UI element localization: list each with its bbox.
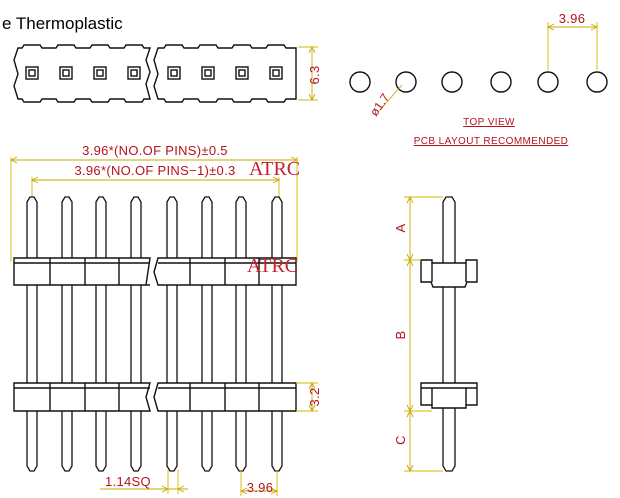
strip-height-dimension: 6.3 [298, 45, 322, 102]
strip-cavity-inner-6 [204, 69, 212, 77]
strip-cavity-8 [269, 66, 283, 80]
side-pin [442, 196, 456, 472]
bottom-pitch-label: 3.96 [247, 480, 274, 495]
strip-cavity-2 [59, 66, 73, 80]
dimension-b-label: B [393, 331, 408, 340]
front-pin-7 [235, 196, 247, 472]
front-pin-8 [271, 196, 283, 472]
strip-cavity-inner-2 [62, 69, 70, 77]
front-view: 3.96*(NO.OF PINS)±0.5 3.96*(NO.OF PINS−1… [9, 143, 322, 496]
strip-cavity-3 [93, 66, 107, 80]
strip-cavity-inner-8 [272, 69, 280, 77]
upper-housing [13, 257, 297, 286]
pcb-hole-2 [395, 71, 417, 93]
top-view-label: TOP VIEW [463, 117, 515, 128]
pin-span-label: 3.96*(NO.OF PINS−1)±0.3 [74, 163, 235, 178]
front-pin-5 [166, 196, 178, 472]
strip-height-label: 6.3 [307, 66, 322, 85]
side-housing-upper [420, 259, 478, 288]
pcb-top-view: 3.96 ø1.7 TOP VIEW PCB LAYOUT RECOMMENDE… [349, 11, 608, 147]
watermark-upper: ATRC [249, 158, 300, 180]
strip-cavity-inner-5 [170, 69, 178, 77]
pcb-hole-4 [490, 71, 512, 93]
hole-diameter-label: ø1.7 [367, 91, 392, 119]
front-pin-4 [130, 196, 142, 472]
pcb-hole-3 [441, 71, 463, 93]
front-pin-2 [61, 196, 73, 472]
pcb-hole-6 [586, 71, 608, 93]
strip-segment-left [13, 44, 151, 103]
dimension-a-label: A [393, 223, 408, 232]
side-view: A B C [393, 195, 478, 473]
housing-thickness-label: 3.2 [307, 388, 322, 407]
strip-cavity-inner-7 [238, 69, 246, 77]
strip-segment-right [153, 44, 297, 103]
watermark-lower: ATRC [247, 255, 298, 277]
housing-strip-top [13, 44, 297, 103]
overall-width-label: 3.96*(NO.OF PINS)±0.5 [82, 143, 228, 158]
strip-cavity-inner-3 [96, 69, 104, 77]
lower-housing [13, 382, 297, 412]
pcb-hole-5 [537, 71, 559, 93]
top-pitch-label: 3.96 [559, 11, 586, 26]
strip-cavity-4 [127, 66, 141, 80]
pin-size-label: 1.14SQ [105, 474, 151, 489]
front-pin-1 [26, 196, 38, 472]
strip-cavity-inner-4 [130, 69, 138, 77]
pcb-hole-1 [349, 71, 371, 93]
strip-cavity-7 [235, 66, 249, 80]
side-housing-lower [420, 382, 478, 409]
front-pin-3 [95, 196, 107, 472]
strip-cavity-1 [25, 66, 39, 80]
front-pin-6 [201, 196, 213, 472]
page-title: e Thermoplastic [2, 14, 123, 33]
dimension-c-label: C [393, 435, 408, 445]
pcb-layout-label: PCB LAYOUT RECOMMENDED [414, 136, 569, 147]
strip-cavity-5 [167, 66, 181, 80]
strip-cavity-6 [201, 66, 215, 80]
strip-cavity-inner-1 [28, 69, 36, 77]
